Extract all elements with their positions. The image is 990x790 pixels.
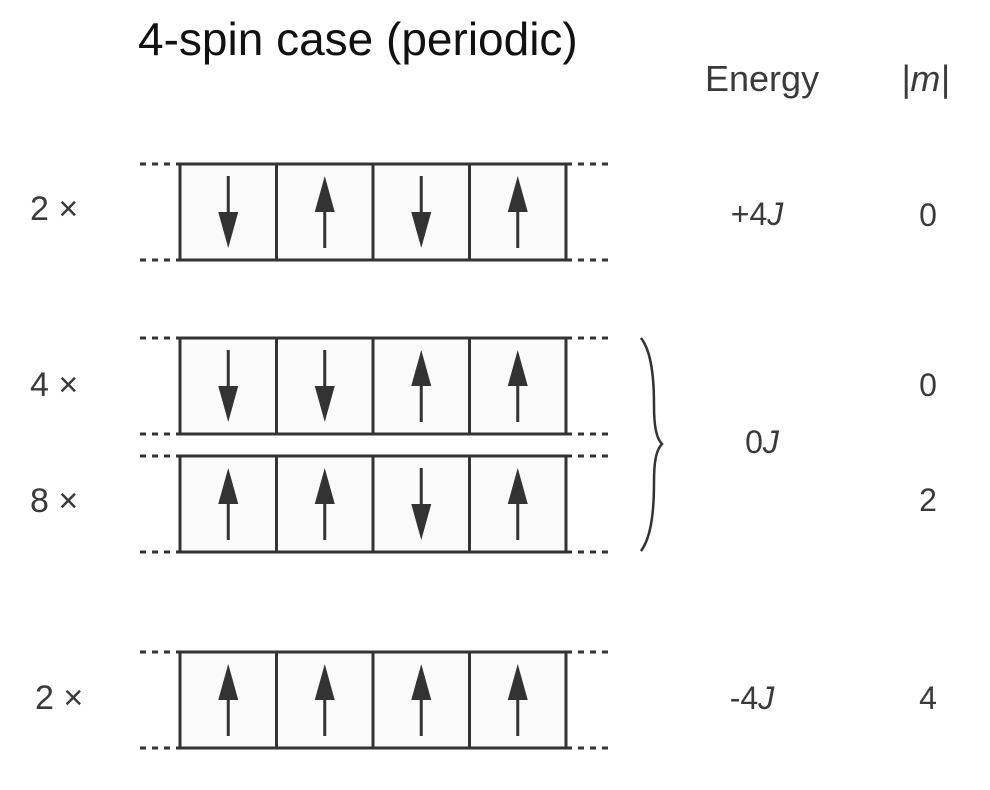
spin-up-arrow [507,176,528,248]
energy-grouped: 0J [745,424,779,460]
spin-up-arrow [218,664,239,736]
spin-down-arrow [411,176,432,248]
spin-up-arrow [507,350,528,422]
energy-row-1: +4J [730,196,784,232]
m-value-row-3: 2 [919,482,937,518]
spin-down-arrow [314,350,335,422]
multiplicity-row-3: 8 × [30,482,79,520]
spin-up-arrow [314,664,335,736]
m-value-row-4: 4 [919,680,937,716]
multiplicity-row-2: 4 × [30,366,79,404]
spin-down-arrow [218,350,239,422]
spin-down-arrow [218,176,239,248]
multiplicity-row-4: 2 × [35,679,84,717]
m-value-row-1: 0 [919,197,937,233]
spin-up-arrow [411,350,432,422]
diagram-title: 4-spin case (periodic) [138,13,578,65]
spin-up-arrow [507,664,528,736]
spin-down-arrow [411,468,432,540]
multiplicity-row-1: 2 × [30,190,79,228]
spin-up-arrow [314,176,335,248]
spin-up-arrow [218,468,239,540]
energy-header: Energy [705,58,820,99]
m-value-row-2: 0 [919,367,937,403]
grouping-brace [639,337,664,552]
energy-row-4: -4J [729,680,775,716]
spin-up-arrow [314,468,335,540]
spin-up-arrow [411,664,432,736]
m-header: |m| [901,58,950,99]
spin-up-arrow [507,468,528,540]
